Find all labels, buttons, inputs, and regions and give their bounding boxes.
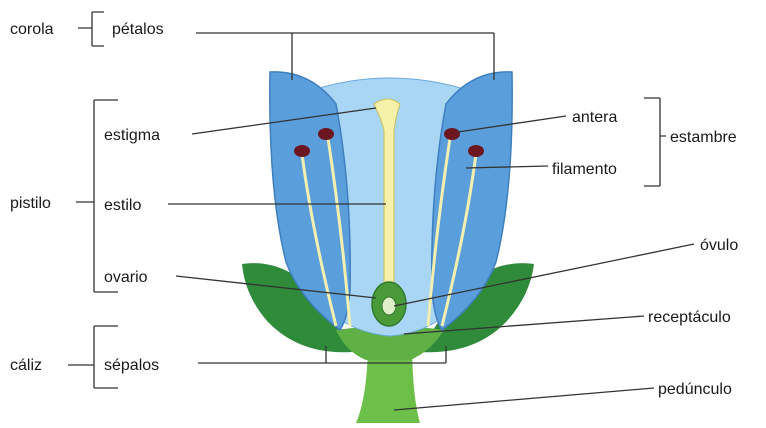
anther-left-outer: [294, 145, 310, 157]
label-ovulo: óvulo: [700, 237, 738, 254]
ovule-shape: [382, 297, 396, 315]
label-estigma: estigma: [104, 127, 160, 144]
label-antera: antera: [572, 109, 617, 126]
label-filamento: filamento: [552, 161, 617, 178]
label-caliz: cáliz: [10, 357, 42, 374]
anther-right-outer: [468, 145, 484, 157]
anther-right-inner: [444, 128, 460, 140]
label-peduncle: pedúnculo: [658, 381, 732, 398]
petalos-leader: [196, 33, 494, 80]
corola-bracket: [78, 12, 104, 46]
label-estilo: estilo: [104, 197, 141, 214]
label-sepalos: sépalos: [104, 357, 159, 374]
label-petalos: pétalos: [112, 21, 164, 38]
peduncle-leader: [394, 388, 654, 410]
label-corola: corola: [10, 21, 54, 38]
label-receptaculo: receptáculo: [648, 309, 731, 326]
label-ovario: ovario: [104, 269, 148, 286]
label-estambre: estambre: [670, 129, 737, 146]
anther-left-inner: [318, 128, 334, 140]
label-pistilo: pistilo: [10, 195, 51, 212]
estambre-bracket: [644, 98, 666, 186]
